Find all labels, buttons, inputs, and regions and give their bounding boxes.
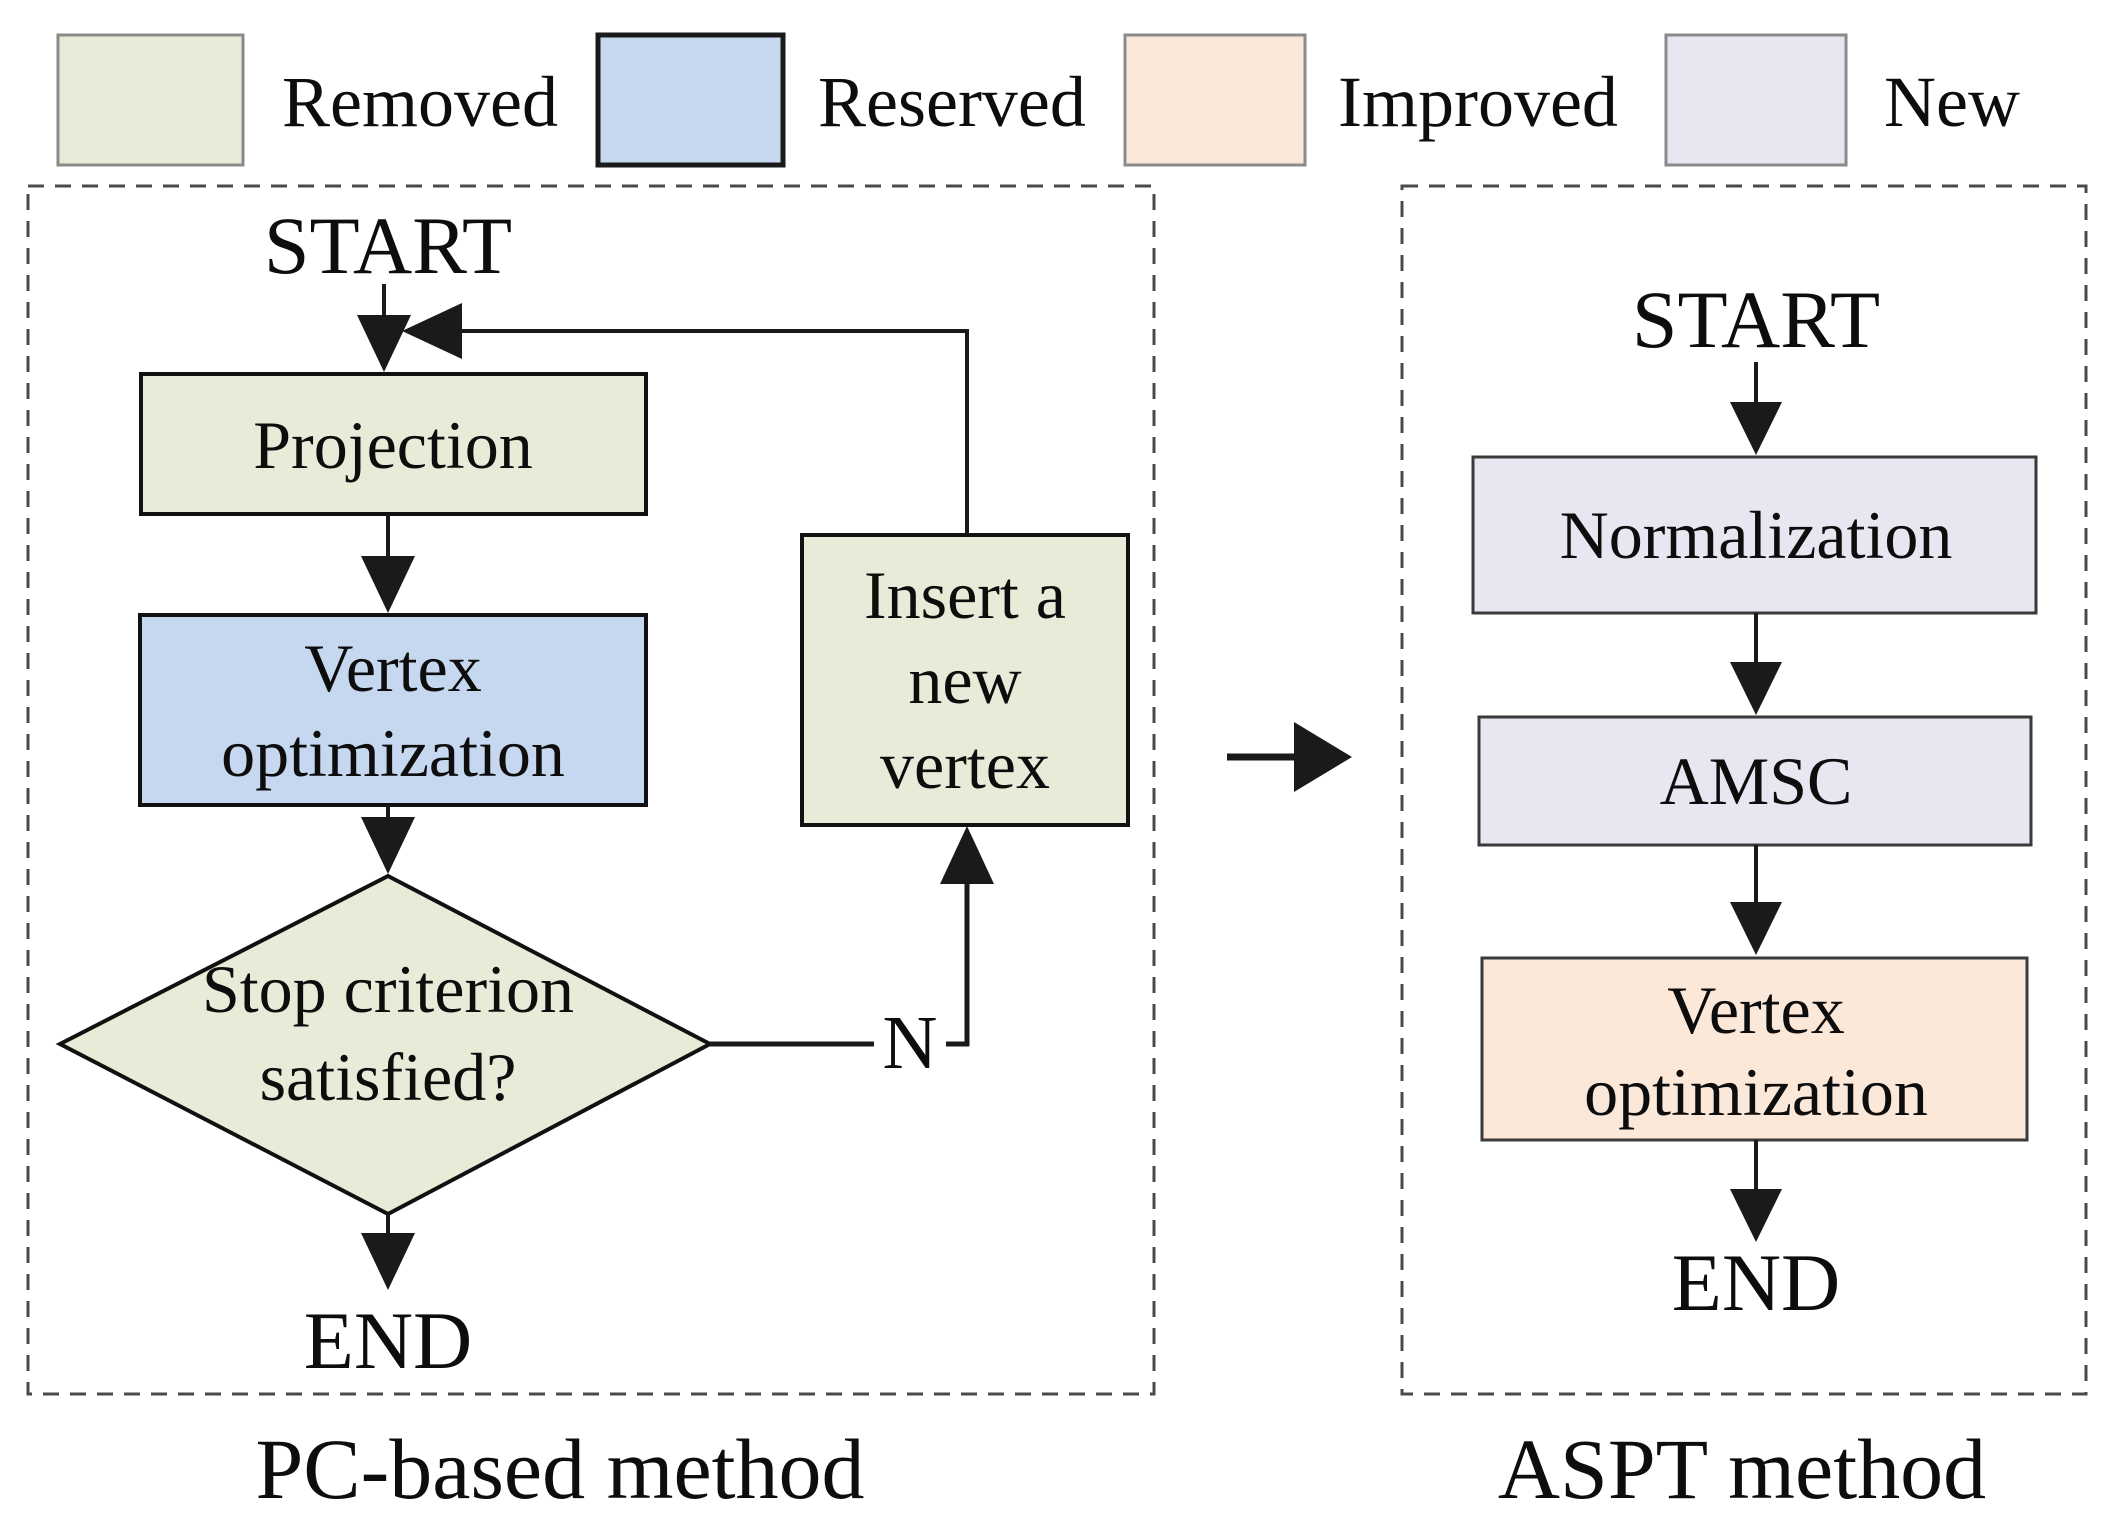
legend-label-new: New [1884,62,2020,142]
pc-based-method-panel: START Projection Vertex optimization Sto… [26,184,1156,1517]
pc-feedback-line [460,329,969,533]
aspt-arrow-4-head-icon [1730,1189,1782,1242]
pc-node-vertex-optimization-label-1: Vertex [304,630,481,706]
pc-end-label: END [304,1295,473,1386]
legend-label-improved: Improved [1338,62,1618,142]
pc-node-decision-label-1: Stop criterion [202,951,574,1027]
legend-label-reserved: Reserved [818,62,1086,142]
aspt-node-vertex-optimization [1480,956,2029,1142]
aspt-node-normalization-label: Normalization [1560,497,1953,573]
aspt-method-panel: START Normalization AMSC Vertex optimiza… [1400,184,2088,1517]
pc-arrow-3-head-icon [361,1233,415,1290]
pc-node-insert-vertex-label-3: vertex [880,727,1050,803]
pc-no-branch-label: N [883,1001,938,1085]
legend-swatch-new [1664,33,1848,167]
pc-panel-title: PC-based method [255,1421,864,1517]
legend-swatch-removed [56,33,245,167]
pc-node-projection-label: Projection [253,407,533,483]
transition-arrowhead-icon [1294,722,1352,792]
method-transition-arrow [1227,722,1352,792]
pc-node-insert-vertex-label-1: Insert a [864,557,1066,633]
pc-no-branch-arrowhead-icon [940,826,994,884]
legend-label-removed: Removed [282,62,558,142]
pc-node-vertex-optimization [138,613,648,807]
pc-start-label: START [264,200,512,291]
pc-node-decision-label-2: satisfied? [260,1039,517,1115]
pc-panel-dashed-border [26,184,1156,1396]
pc-start-arrowhead-icon [357,315,411,372]
aspt-arrow-1-head-icon [1730,402,1782,455]
pc-arrow-1-head-icon [361,556,415,613]
pc-node-insert-vertex-label-2: new [908,642,1021,718]
aspt-panel-title: ASPT method [1498,1421,1986,1517]
aspt-node-amsc-label: AMSC [1660,743,1853,819]
pc-arrow-2-head-icon [361,817,415,874]
aspt-node-amsc [1477,715,2033,847]
pc-node-projection [139,372,648,516]
aspt-node-vertex-optimization-label-1: Vertex [1667,972,1844,1048]
pc-feedback-arrowhead-icon [402,303,462,359]
legend-swatch-reserved [595,32,786,168]
pc-node-vertex-optimization-label-2: optimization [221,715,565,791]
pc-node-insert-vertex [800,533,1130,827]
legend: Removed Reserved Improved New [56,32,2020,168]
aspt-start-label: START [1632,274,1880,365]
aspt-arrow-2-head-icon [1730,662,1782,715]
aspt-end-label: END [1672,1237,1841,1328]
aspt-node-vertex-optimization-label-2: optimization [1584,1054,1928,1130]
legend-swatch-improved [1123,33,1307,167]
aspt-arrow-3-head-icon [1730,902,1782,955]
